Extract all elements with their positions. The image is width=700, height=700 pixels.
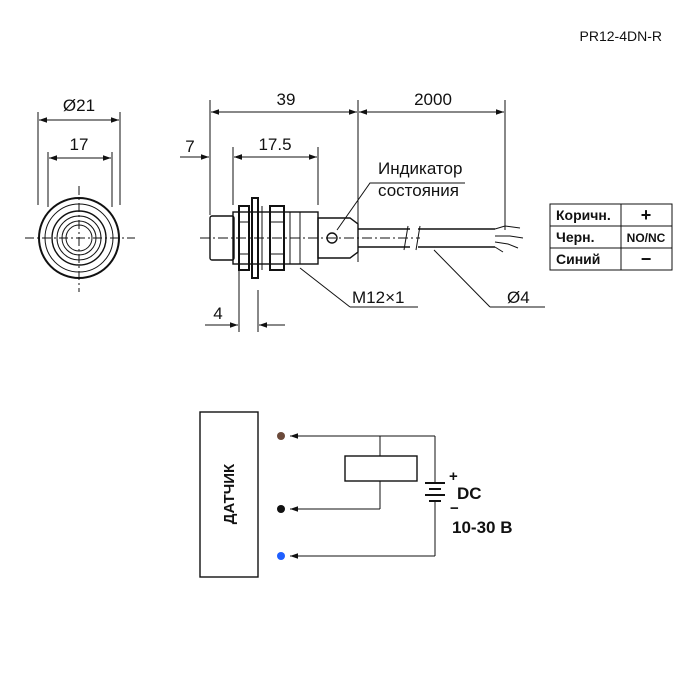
- indicator-label-line1: Индикатор: [378, 159, 462, 178]
- circuit-diagram: ДАТЧИК + − DC 10-30 В: [199, 411, 512, 578]
- terminal-brown: [277, 432, 285, 440]
- sensor-box: [199, 411, 259, 578]
- wire-brown-function: +: [641, 205, 652, 225]
- battery-icon: [425, 482, 445, 502]
- front-hex-width-label: 17: [70, 135, 89, 154]
- front-hex-outline: [38, 197, 120, 279]
- wire-blue-label: Синий: [556, 251, 600, 267]
- supply-plus: +: [449, 468, 458, 485]
- thread-size-label: M12×1: [352, 288, 404, 307]
- wiring-table: Коричн. + Черн. NO/NC Синий −: [549, 203, 673, 271]
- cable-diameter-label: Ø4: [507, 288, 530, 307]
- supply-type-label: DC: [457, 484, 482, 503]
- supply-minus: −: [450, 500, 459, 517]
- model-title: PR12-4DN-R: [580, 28, 662, 44]
- sensor-label: ДАТЧИК: [221, 463, 238, 524]
- nut-right: [269, 205, 285, 271]
- face-length-label: 7: [185, 137, 194, 156]
- side-view: 39 2000 7 17.5: [180, 90, 545, 332]
- wire-brown-label: Коричн.: [556, 207, 611, 223]
- thread-length-label: 17.5: [258, 135, 291, 154]
- total-length-label: 39: [277, 90, 296, 109]
- wire-blue-function: −: [641, 249, 652, 269]
- supply-range-label: 10-30 В: [452, 518, 512, 537]
- load-resistor: [344, 455, 418, 482]
- cable-length-label: 2000: [414, 90, 452, 109]
- rear-housing: [317, 217, 359, 259]
- front-view: Ø21 17: [25, 96, 135, 292]
- nut-width-label: 4: [213, 304, 222, 323]
- front-outer-diameter-label: Ø21: [63, 96, 95, 115]
- terminal-blue: [277, 552, 285, 560]
- wire-black-function: NO/NC: [627, 231, 666, 245]
- indicator-label-line2: состояния: [378, 181, 459, 200]
- terminal-black: [277, 505, 285, 513]
- wire-black-label: Черн.: [556, 229, 595, 245]
